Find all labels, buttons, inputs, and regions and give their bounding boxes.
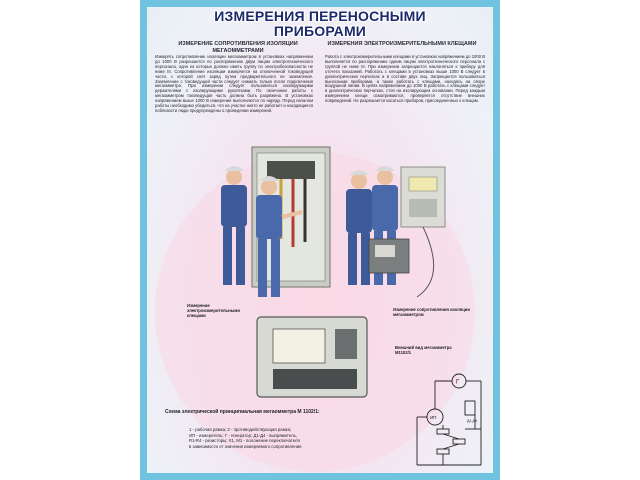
scheme-title: Схема электрической принципиальная мегао… [165, 409, 320, 415]
legend-line: ИП - измеритель; Г - генератор; Д1-Д4 - … [189, 432, 298, 438]
title-line-2: ПРИБОРАМИ [273, 23, 367, 39]
worker-figure-3 [346, 170, 372, 285]
meter-label: ИП [430, 415, 436, 420]
caption-resistance: Измерение сопротивления изоляции мегаомм… [393, 307, 470, 317]
rectifier-symbol [464, 400, 476, 416]
worker-figure-1 [221, 166, 247, 285]
megohmmeter-exterior-view [256, 316, 368, 398]
poster-title: ИЗМЕРЕНИЯ ПЕРЕНОСНЫМИ ПРИБОРАМИ [147, 9, 493, 39]
scheme-legend: 1 - рабочая рамка; 2 - противодействующа… [189, 427, 419, 449]
poster-frame: ИЗМЕРЕНИЯ ПЕРЕНОСНЫМИ ПРИБОРАМИ ИЗМЕРЕНИ… [140, 0, 500, 480]
legend-line: 1 - рабочая рамка; 2 - противодействующа… [189, 427, 292, 432]
left-section-heading: ИЗМЕРЕНИЕ СОПРОТИВЛЕНИЯ ИЗОЛЯЦИИ МЕГАОММ… [178, 41, 298, 54]
megohmmeter-device [368, 238, 410, 274]
circuit-schematic: Г ИП Д1-Д4 [416, 373, 482, 466]
right-section-heading: ИЗМЕРЕНИЯ ЭЛЕКТРОИЗМЕРИТЕЛЬНЫМИ КЛЕЩАМИ [327, 41, 477, 47]
worker-figure-2 [256, 176, 303, 297]
caption-clamp: Измерение электроизмерительными клещами [187, 303, 240, 318]
electrical-panel [400, 166, 446, 298]
generator-label: Г [456, 380, 460, 386]
title-line-1: ИЗМЕРЕНИЯ ПЕРЕНОСНЫМИ [214, 8, 426, 24]
rectifier-label: Д1-Д4 [467, 419, 477, 423]
scene-illustration [155, 146, 475, 472]
right-body-text: Работа с электроизмерительными клещами в… [325, 55, 485, 104]
caption-exterior: Внешний вид мегаомметра М1102/1 [395, 345, 452, 355]
poster-canvas: ИЗМЕРЕНИЯ ПЕРЕНОСНЫМИ ПРИБОРАМИ ИЗМЕРЕНИ… [147, 7, 493, 473]
left-body-text: Измерять сопротивление изоляции мегаомме… [155, 55, 313, 113]
legend-line: в зависимости от значения измеряемого со… [189, 443, 302, 449]
legend-line: R1-R4 - резисторы; Х1, М1 - положение пе… [189, 438, 300, 444]
